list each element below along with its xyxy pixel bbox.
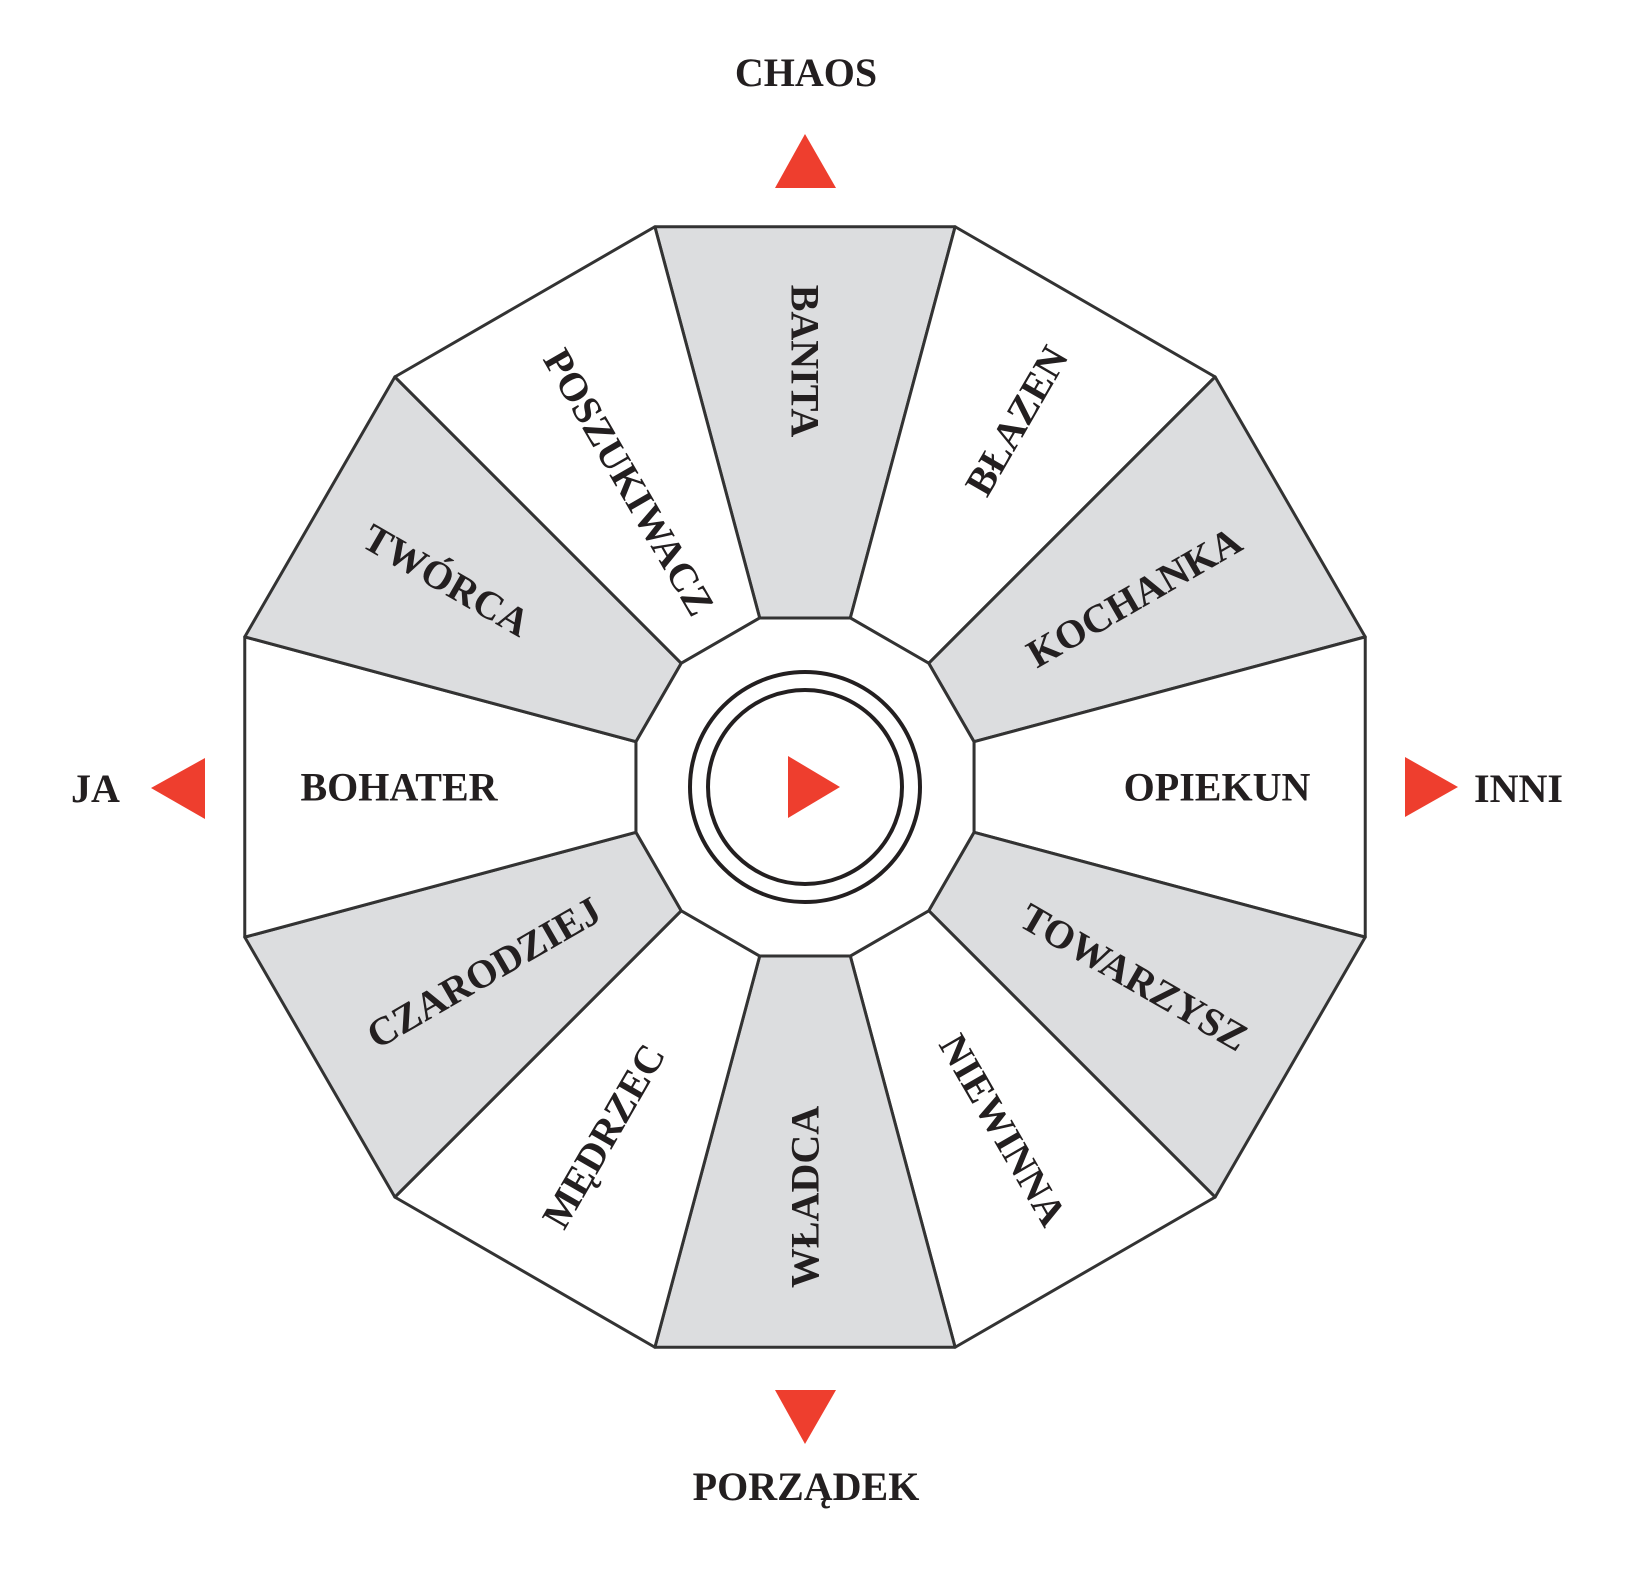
segment-label: BANITA	[783, 285, 828, 438]
axis-label-right: INNI	[1474, 766, 1563, 811]
axis-label-top: CHAOS	[735, 50, 877, 95]
arrow-up-icon	[775, 134, 836, 188]
arrow-down-icon	[775, 1390, 836, 1444]
segment-label: OPIEKUN	[1124, 765, 1311, 810]
segment-label: BOHATER	[300, 765, 498, 810]
inner-ring	[706, 688, 904, 886]
arrow-right-icon	[1405, 757, 1458, 817]
axis-label-bottom: PORZĄDEK	[693, 1464, 920, 1509]
arrow-left-icon	[151, 758, 205, 819]
axis-label-left: JA	[71, 766, 120, 811]
outer-ring	[688, 670, 922, 904]
segment-label: WŁADCA	[783, 1106, 828, 1288]
play-icon[interactable]	[788, 756, 840, 818]
